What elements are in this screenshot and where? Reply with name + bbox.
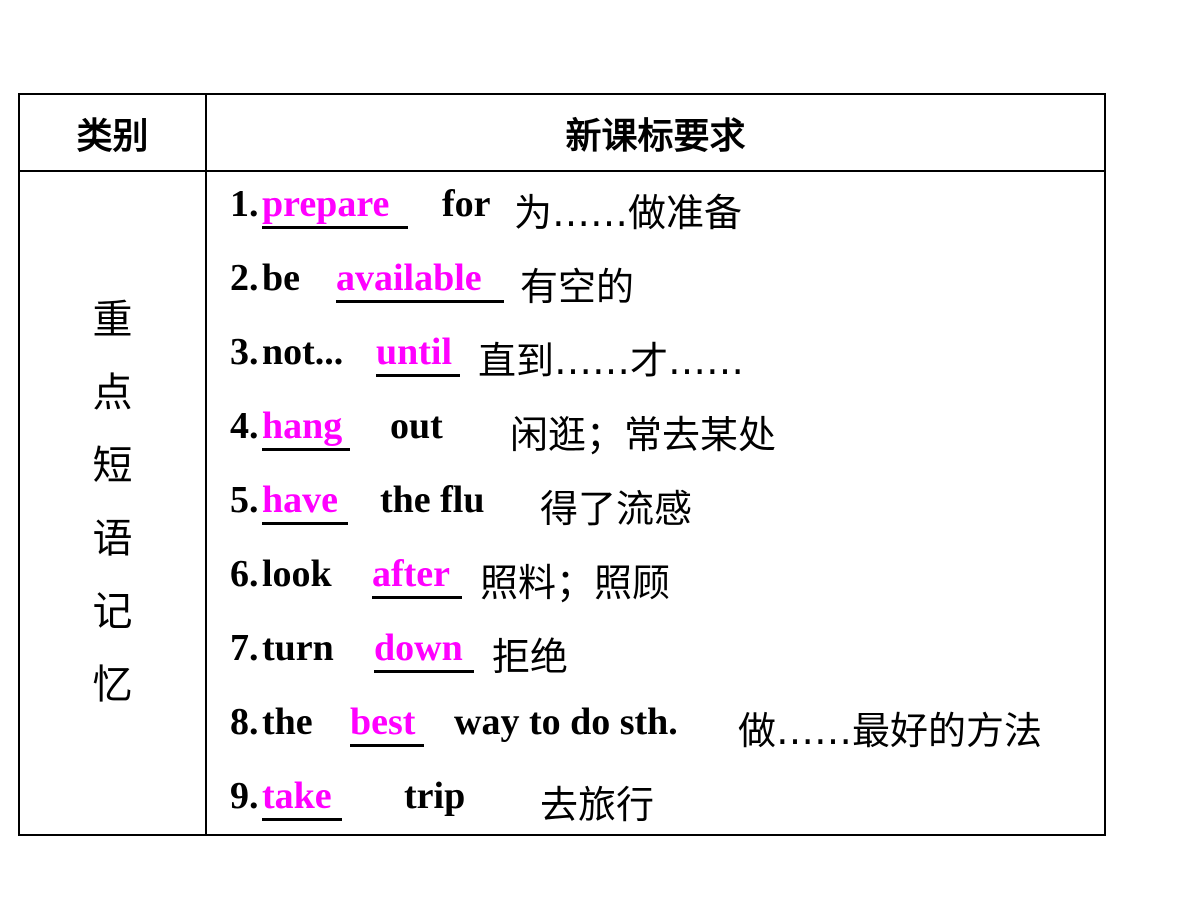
- phrase-item: 9. take trip 去旅行: [230, 772, 1094, 846]
- item-number: 6.: [230, 553, 259, 595]
- phrase-list: 1. prepare for 为……做准备 2. be available 有空…: [230, 180, 1094, 846]
- phrase-item: 1. prepare for 为……做准备: [230, 180, 1094, 254]
- item-number: 7.: [230, 627, 259, 669]
- phrase-text: for: [442, 183, 491, 225]
- phrase-text: way to do sth.: [454, 701, 678, 743]
- phrase-item: 3. not... until 直到……才……: [230, 328, 1094, 402]
- phrase-meaning: 有空的: [520, 265, 635, 309]
- header-divider: [20, 170, 1104, 172]
- phrase-item: 6. look after 照料；照顾: [230, 550, 1094, 624]
- answer-blank[interactable]: have: [262, 478, 348, 525]
- answer-blank[interactable]: until: [376, 330, 460, 377]
- phrase-text: the flu: [380, 479, 485, 521]
- category-char: 记: [92, 589, 133, 635]
- phrase-meaning: 照料；照顾: [480, 561, 671, 605]
- vocabulary-table: 类别 新课标要求 重 点 短 语 记 忆 1. prepare for 为……做…: [18, 93, 1106, 836]
- item-number: 3.: [230, 331, 259, 373]
- item-number: 2.: [230, 257, 259, 299]
- item-number: 1.: [230, 183, 259, 225]
- category-char: 短: [92, 443, 133, 489]
- phrase-text: look: [262, 553, 332, 595]
- category-char: 忆: [92, 662, 133, 708]
- item-number: 4.: [230, 405, 259, 447]
- phrase-meaning: 做……最好的方法: [738, 709, 1043, 753]
- item-number: 8.: [230, 701, 259, 743]
- phrase-item: 2. be available 有空的: [230, 254, 1094, 328]
- answer-blank[interactable]: down: [374, 626, 474, 673]
- category-char: 重: [92, 297, 133, 343]
- phrase-item: 7. turn down 拒绝: [230, 624, 1094, 698]
- category-cell: 重 点 短 语 记 忆: [20, 172, 205, 834]
- item-number: 9.: [230, 775, 259, 817]
- answer-blank[interactable]: hang: [262, 404, 350, 451]
- column-divider: [205, 95, 207, 834]
- answer-blank[interactable]: take: [262, 774, 342, 821]
- answer-blank[interactable]: available: [336, 256, 504, 303]
- answer-blank[interactable]: best: [350, 700, 424, 747]
- phrase-item: 4. hang out 闲逛；常去某处: [230, 402, 1094, 476]
- phrase-meaning: 为……做准备: [514, 191, 743, 235]
- phrase-text: out: [390, 405, 443, 447]
- category-char: 点: [92, 370, 133, 416]
- answer-blank[interactable]: prepare: [262, 182, 408, 229]
- phrase-meaning: 去旅行: [540, 783, 655, 827]
- phrase-meaning: 拒绝: [492, 635, 569, 679]
- phrase-meaning: 直到……才……: [478, 339, 745, 383]
- phrase-text: be: [262, 257, 300, 299]
- phrase-item: 8. the best way to do sth. 做……最好的方法: [230, 698, 1094, 772]
- header-requirement: 新课标要求: [565, 115, 746, 157]
- answer-blank[interactable]: after: [372, 552, 462, 599]
- header-category: 类别: [76, 115, 149, 157]
- phrase-text: turn: [262, 627, 334, 669]
- phrase-item: 5. have the flu 得了流感: [230, 476, 1094, 550]
- category-char: 语: [92, 516, 133, 562]
- phrase-meaning: 得了流感: [540, 487, 693, 531]
- phrase-text: trip: [404, 775, 466, 817]
- phrase-text: the: [262, 701, 313, 743]
- phrase-meaning: 闲逛；常去某处: [510, 413, 777, 457]
- phrase-text: not...: [262, 331, 344, 373]
- item-number: 5.: [230, 479, 259, 521]
